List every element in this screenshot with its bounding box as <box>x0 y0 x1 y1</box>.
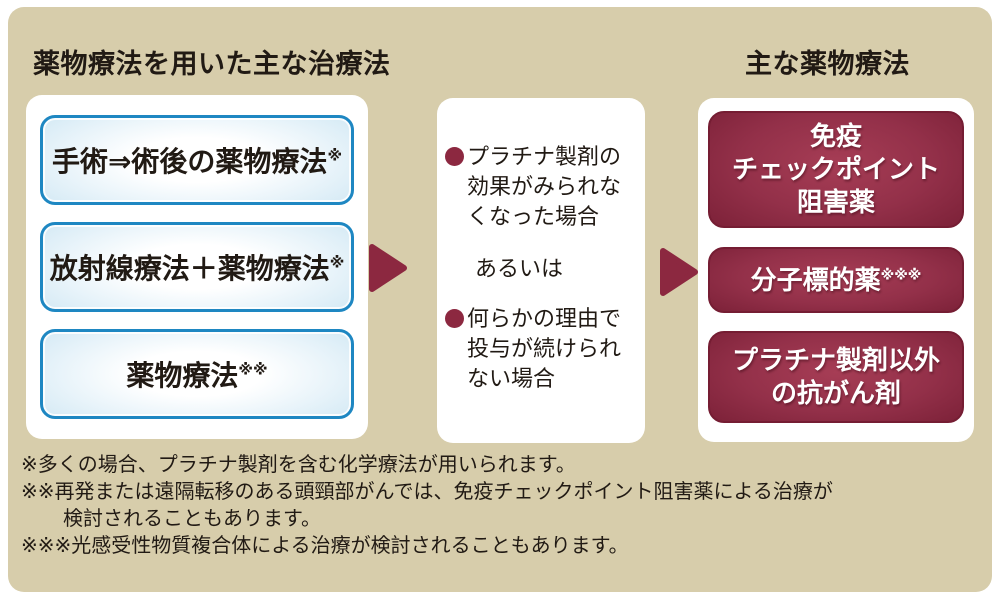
condition-line: ない場合 <box>467 366 556 391</box>
footnote-ref: ※ <box>329 254 345 272</box>
drug-label-line: 阻害薬 <box>796 187 875 217</box>
condition-line: 投与が続けられ <box>467 336 622 361</box>
drug-box-non-platinum-anticancer: プラチナ製剤以外 の抗がん剤 <box>708 331 964 423</box>
footnote-line: ※多くの場合、プラチナ製剤を含む化学療法が用いられます。 <box>21 454 576 476</box>
condition-item: 何らかの理由で 投与が続けられ ない場合 <box>445 304 635 394</box>
treatment-text: 手術⇒術後の薬物療法 <box>51 146 328 177</box>
drug-label-line: の抗がん剤 <box>770 378 901 408</box>
footnote-line: ※※再発または遠隔転移のある頭頸部がんでは、免疫チェックポイント阻害薬による治療… <box>21 481 833 503</box>
condition-item: プラチナ製剤の 効果がみられな くなった場合 <box>445 142 635 232</box>
arrow-right-icon <box>369 244 407 292</box>
left-column-title: 薬物療法を用いた主な治療法 <box>33 49 391 79</box>
condition-text: プラチナ製剤の 効果がみられな くなった場合 <box>467 142 621 232</box>
treatment-text: 放射線療法＋薬物療法 <box>49 253 330 284</box>
arrow-right-icon <box>660 248 698 296</box>
connector-text: あるいは <box>475 256 564 281</box>
drug-label-line: 分子標的薬※※※ <box>751 264 922 297</box>
condition-line: くなった場合 <box>467 204 600 229</box>
drug-label-line: 免疫 <box>809 121 862 151</box>
condition-text: 何らかの理由で 投与が続けられ ない場合 <box>467 304 621 394</box>
treatment-box-surgery: 手術⇒術後の薬物療法※ <box>40 115 354 205</box>
treatment-label: 手術⇒術後の薬物療法※ <box>52 140 342 180</box>
footnote-line: 検討されることもあります。 <box>63 508 321 530</box>
drug-label-line: プラチナ製剤以外 <box>731 345 940 375</box>
treatment-box-radiation: 放射線療法＋薬物療法※ <box>40 222 354 312</box>
treatment-options-panel: 手術⇒術後の薬物療法※ 放射線療法＋薬物療法※ 薬物療法※※ <box>26 95 368 439</box>
drug-box-molecular-targeted: 分子標的薬※※※ <box>708 247 964 313</box>
right-column-title: 主な薬物療法 <box>745 49 910 79</box>
treatment-label: 放射線療法＋薬物療法※ <box>50 247 345 287</box>
footnote-ref: ※ <box>327 147 343 165</box>
footnote-line: ※※※光感受性物質複合体による治療が検討されることもあります。 <box>21 535 629 557</box>
footnote-ref: ※※ <box>238 361 268 379</box>
treatment-text: 薬物療法 <box>126 360 239 391</box>
conditions-panel: プラチナ製剤の 効果がみられな くなった場合 あるいは 何らかの理由で 投与が続… <box>437 98 645 443</box>
condition-line: 何らかの理由で <box>467 306 622 331</box>
drug-text: 分子標的薬 <box>750 264 881 295</box>
drug-box-immune-checkpoint: 免疫 チェックポイント 阻害薬 <box>708 111 964 228</box>
drug-therapy-panel: 免疫 チェックポイント 阻害薬 分子標的薬※※※ プラチナ製剤以外 の抗がん剤 <box>698 98 974 442</box>
condition-line: 効果がみられな <box>467 174 622 199</box>
footnote-ref: ※※※ <box>880 265 922 282</box>
bullet-dot-icon <box>445 309 464 328</box>
footnotes: ※多くの場合、プラチナ製剤を含む化学療法が用いられます。 ※※再発または遠隔転移… <box>21 452 979 560</box>
drug-label-line: チェックポイント <box>731 154 940 184</box>
treatment-label: 薬物療法※※ <box>126 354 267 394</box>
treatment-box-drug-therapy: 薬物療法※※ <box>40 329 354 419</box>
condition-line: プラチナ製剤の <box>467 144 622 169</box>
bullet-dot-icon <box>445 147 464 166</box>
